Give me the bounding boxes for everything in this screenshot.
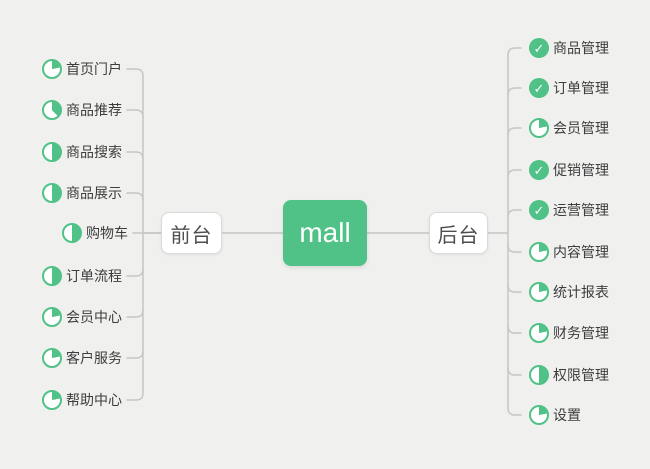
branch-node-label: 后台 xyxy=(437,224,480,247)
mindmap-item-member-mgmt[interactable]: 会员管理 xyxy=(529,117,609,139)
progress-pie-icon xyxy=(529,242,549,262)
item-label: 帮助中心 xyxy=(66,392,122,408)
item-label: 统计报表 xyxy=(553,284,609,300)
item-label: 商品展示 xyxy=(66,185,122,201)
item-label: 商品管理 xyxy=(553,40,609,56)
mindmap-item-product-search[interactable]: 商品搜索 xyxy=(42,141,122,163)
mindmap-item-member-center[interactable]: 会员中心 xyxy=(42,306,122,328)
progress-pie-icon xyxy=(42,266,62,286)
branch-node-label: 前台 xyxy=(170,224,213,247)
progress-pie-icon xyxy=(529,323,549,343)
check-icon: ✓ xyxy=(529,160,549,180)
mindmap-item-stats-report[interactable]: 统计报表 xyxy=(529,281,609,303)
progress-pie-icon xyxy=(42,142,62,162)
progress-pie-icon xyxy=(42,348,62,368)
item-label: 会员中心 xyxy=(66,309,122,325)
item-label: 购物车 xyxy=(86,225,128,241)
item-label: 订单流程 xyxy=(66,268,122,284)
mindmap-item-shopping-cart[interactable]: 购物车 xyxy=(62,222,128,244)
mindmap-item-finance-mgmt[interactable]: 财务管理 xyxy=(529,322,609,344)
item-label: 会员管理 xyxy=(553,120,609,136)
mindmap-item-order-flow[interactable]: 订单流程 xyxy=(42,265,122,287)
check-icon: ✓ xyxy=(529,38,549,58)
progress-pie-icon xyxy=(42,307,62,327)
mindmap-item-promotion-mgmt[interactable]: ✓促销管理 xyxy=(529,159,609,181)
progress-pie-icon xyxy=(42,390,62,410)
item-label: 首页门户 xyxy=(66,61,122,77)
progress-pie-icon xyxy=(42,59,62,79)
check-icon: ✓ xyxy=(529,78,549,98)
item-label: 订单管理 xyxy=(553,80,609,96)
progress-pie-icon xyxy=(529,365,549,385)
item-label: 财务管理 xyxy=(553,325,609,341)
mindmap-item-order-mgmt[interactable]: ✓订单管理 xyxy=(529,77,609,99)
item-label: 设置 xyxy=(553,407,581,423)
mindmap-item-operation-mgmt[interactable]: ✓运营管理 xyxy=(529,199,609,221)
mindmap-item-content-mgmt[interactable]: 内容管理 xyxy=(529,241,609,263)
item-label: 权限管理 xyxy=(553,367,609,383)
check-icon: ✓ xyxy=(529,200,549,220)
item-label: 商品搜索 xyxy=(66,144,122,160)
progress-pie-icon xyxy=(62,223,82,243)
progress-pie-icon xyxy=(42,183,62,203)
branch-node-backend[interactable]: 后台 xyxy=(429,212,488,254)
mindmap-item-permission-mgmt[interactable]: 权限管理 xyxy=(529,364,609,386)
item-label: 商品推荐 xyxy=(66,102,122,118)
item-label: 促销管理 xyxy=(553,162,609,178)
mindmap-item-product-display[interactable]: 商品展示 xyxy=(42,182,122,204)
root-node-label: mall xyxy=(299,217,351,248)
mindmap-item-customer-service[interactable]: 客户服务 xyxy=(42,347,122,369)
item-label: 内容管理 xyxy=(553,244,609,260)
progress-pie-icon xyxy=(529,405,549,425)
item-label: 运营管理 xyxy=(553,202,609,218)
progress-pie-icon xyxy=(42,100,62,120)
mindmap-item-home-portal[interactable]: 首页门户 xyxy=(42,58,122,80)
mindmap-item-product-mgmt[interactable]: ✓商品管理 xyxy=(529,37,609,59)
progress-pie-icon xyxy=(529,118,549,138)
mindmap-item-help-center[interactable]: 帮助中心 xyxy=(42,389,122,411)
progress-pie-icon xyxy=(529,282,549,302)
branch-node-frontend[interactable]: 前台 xyxy=(161,212,222,254)
root-node-mall[interactable]: mall xyxy=(283,200,367,266)
mindmap-item-product-recommend[interactable]: 商品推荐 xyxy=(42,99,122,121)
mindmap-item-settings[interactable]: 设置 xyxy=(529,404,581,426)
item-label: 客户服务 xyxy=(66,350,122,366)
